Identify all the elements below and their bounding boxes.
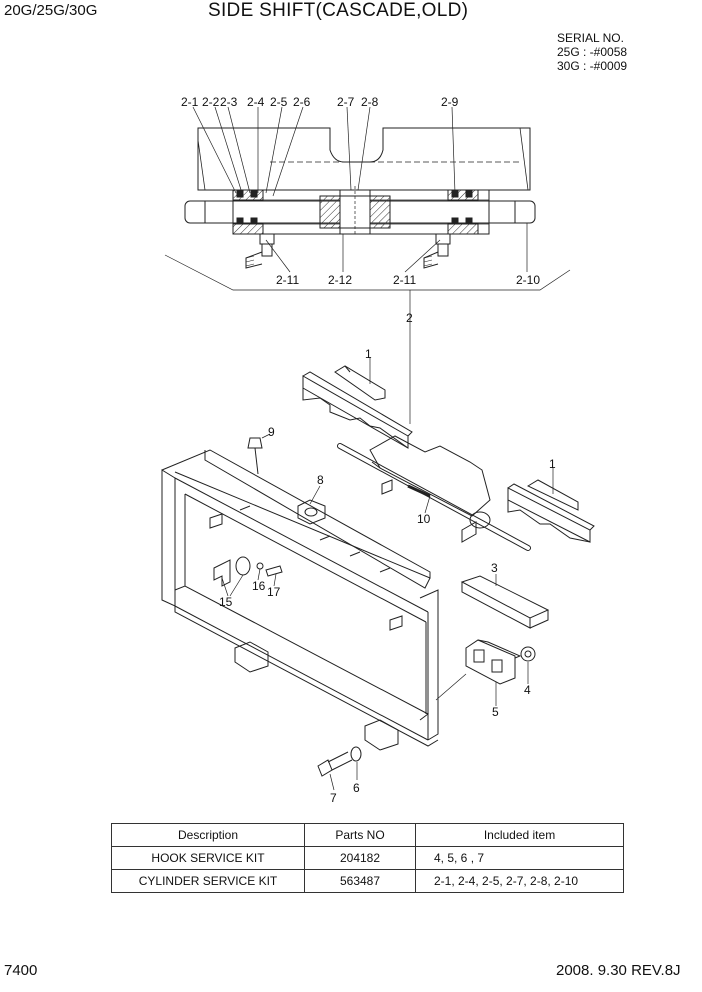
callout-8: 8	[317, 473, 324, 487]
callout-17: 17	[267, 585, 281, 599]
callout-1-left: 1	[365, 347, 372, 361]
top-leader-lines	[192, 106, 528, 325]
retainer-plate-right	[507, 479, 595, 543]
callout-4: 4	[524, 683, 531, 697]
revision-date: 2008. 9.30 REV.8J	[556, 962, 681, 979]
table-row: HOOK SERVICE KIT 204182 4, 5, 6 , 7	[111, 846, 624, 870]
serial-line-25g: 25G : -#0058	[557, 45, 628, 59]
callout-2-10: 2-10	[516, 273, 540, 287]
cell-included-item: 4, 5, 6 , 7	[415, 846, 624, 870]
serial-block: SERIAL NO. 25G : -#0058 30G : -#0009	[557, 31, 627, 73]
lower-hook	[465, 639, 522, 706]
callout-2-11-right: 2-11	[393, 273, 416, 287]
bracket-assembly	[213, 556, 283, 597]
callout-2-2: 2-2	[202, 95, 220, 109]
page-title: SIDE SHIFT(CASCADE,OLD)	[208, 0, 469, 21]
callout-3: 3	[491, 561, 498, 575]
callout-2-5: 2-5	[270, 95, 288, 109]
hook-bolt-and-washer	[317, 746, 362, 791]
col-parts-no: Parts NO	[304, 823, 416, 847]
table-header-row: Description Parts NO Included item	[111, 823, 624, 847]
cell-included-item: 2-1, 2-4, 2-5, 2-7, 2-8, 2-10	[415, 869, 624, 893]
callout-9: 9	[268, 425, 275, 439]
retainer-plate-left	[302, 365, 413, 449]
callout-1-right: 1	[549, 457, 556, 471]
callout-2-9: 2-9	[441, 95, 459, 109]
grease-nipple	[247, 433, 271, 475]
table-row: CYLINDER SERVICE KIT 563487 2-1, 2-4, 2-…	[111, 869, 624, 893]
callout-5: 5	[492, 705, 499, 719]
col-included-item: Included item	[415, 823, 624, 847]
cell-description: HOOK SERVICE KIT	[111, 846, 305, 870]
callout-15: 15	[219, 595, 233, 609]
callout-10: 10	[417, 512, 431, 526]
service-kit-table: Description Parts NO Included item HOOK …	[111, 823, 624, 893]
cell-description: CYLINDER SERVICE KIT	[111, 869, 305, 893]
callout-2-4: 2-4	[247, 95, 265, 109]
callout-2-6: 2-6	[293, 95, 311, 109]
serial-heading: SERIAL NO.	[557, 31, 624, 45]
callout-2: 2	[406, 311, 413, 325]
callout-7: 7	[330, 791, 337, 805]
model-label: 20G/25G/30G	[4, 2, 98, 19]
cell-parts-no: 204182	[304, 846, 416, 870]
hook-nut	[435, 646, 536, 701]
wear-pad	[460, 574, 550, 629]
callout-2-11-left: 2-11	[276, 273, 299, 287]
callout-2-7: 2-7	[337, 95, 355, 109]
side-shift-cylinder	[337, 435, 531, 551]
page-number: 7400	[4, 962, 38, 979]
fork-carriage-frame	[161, 449, 439, 751]
callout-2-3: 2-3	[220, 95, 238, 109]
callout-2-8: 2-8	[361, 95, 379, 109]
callout-2-1: 2-1	[181, 95, 199, 109]
carriage-section-view	[164, 127, 571, 291]
callout-16: 16	[252, 579, 266, 593]
col-description: Description	[111, 823, 305, 847]
callout-2-12: 2-12	[328, 273, 352, 287]
serial-line-30g: 30G : -#0009	[557, 59, 628, 73]
callout-6: 6	[353, 781, 360, 795]
cell-parts-no: 563487	[304, 869, 416, 893]
